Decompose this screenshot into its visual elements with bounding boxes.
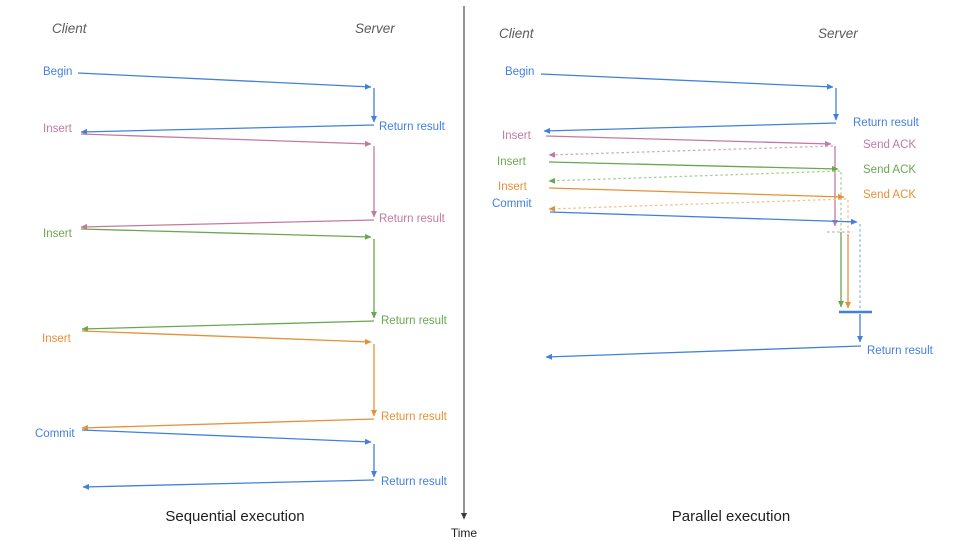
- commit-request-arrow: [81, 429, 372, 445]
- label-send-ack-3: Send ACK: [863, 189, 916, 201]
- panel-title-parallel: Parallel execution: [672, 508, 790, 525]
- insert2-response-arrow: [81, 320, 375, 332]
- commit-request-arrow: [549, 211, 858, 225]
- begin-response-arrow: [543, 122, 837, 134]
- client-header: Client: [499, 26, 535, 41]
- label-send-ack-2: Send ACK: [863, 164, 916, 176]
- label-send-ack-1: Send ACK: [863, 139, 916, 151]
- label-begin: Begin: [43, 66, 72, 78]
- insert3-request-arrow: [548, 187, 845, 200]
- label-insert-2: Insert: [497, 156, 527, 168]
- server-header: Server: [818, 26, 858, 41]
- time-axis: Time: [451, 6, 478, 540]
- server-header: Server: [355, 21, 395, 36]
- label-return-result-begin: Return result: [379, 121, 446, 133]
- commit-response-arrow: [82, 479, 375, 490]
- insert2-ack-arrow: [548, 170, 841, 184]
- label-insert-3: Insert: [42, 333, 72, 345]
- label-insert-2: Insert: [43, 228, 73, 240]
- label-insert-3: Insert: [498, 181, 528, 193]
- label-commit: Commit: [35, 428, 75, 440]
- label-return-result-final: Return result: [867, 345, 934, 357]
- label-insert-1: Insert: [502, 130, 532, 142]
- begin-request-arrow: [77, 72, 372, 90]
- insert2-request-arrow: [80, 228, 372, 240]
- begin-request-arrow: [540, 73, 834, 90]
- insert1-request-arrow: [80, 133, 372, 147]
- insert3-ack-arrow: [548, 198, 847, 212]
- insert1-ack-arrow: [548, 145, 834, 158]
- commit-response-arrow: [545, 345, 862, 360]
- label-insert-1: Insert: [43, 123, 73, 135]
- label-return-result-begin: Return result: [853, 117, 920, 129]
- time-axis-label: Time: [451, 526, 478, 540]
- begin-response-arrow: [80, 124, 375, 135]
- insert1-response-arrow: [80, 219, 375, 230]
- panel-title-sequential: Sequential execution: [165, 508, 304, 525]
- client-header: Client: [52, 21, 88, 36]
- insert2-request-arrow: [548, 161, 839, 172]
- label-return-result-commit: Return result: [381, 476, 448, 488]
- insert3-request-arrow: [81, 330, 372, 345]
- label-return-result-insert-1: Return result: [379, 213, 446, 225]
- insert3-response-arrow: [81, 418, 375, 431]
- label-return-result-insert-2: Return result: [381, 315, 448, 327]
- label-commit: Commit: [492, 198, 532, 210]
- insert1-request-arrow: [545, 135, 832, 147]
- label-begin: Begin: [505, 66, 534, 78]
- label-return-result-insert-3: Return result: [381, 411, 448, 423]
